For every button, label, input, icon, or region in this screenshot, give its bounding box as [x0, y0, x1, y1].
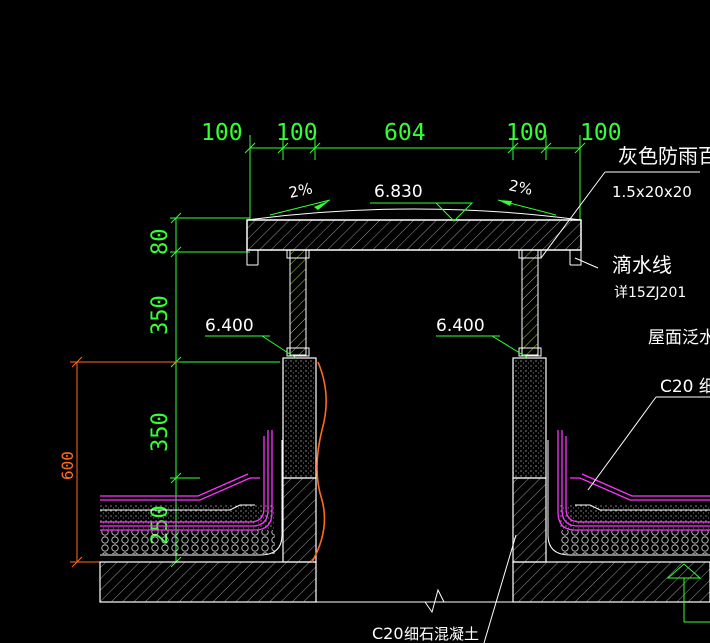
top-elevation-marker: 6.830 [370, 182, 474, 222]
overall-dimension: 600 [58, 356, 180, 568]
dim-top-2: 100 [276, 120, 318, 146]
dim-left-1: 80 [148, 229, 173, 256]
wall-right [512, 357, 547, 563]
elevation-right-marker: 6.400 [436, 316, 529, 359]
dim-top-3: 604 [384, 120, 426, 146]
dim-left-2: 350 [148, 295, 173, 335]
elevation-right: 6.400 [436, 316, 485, 336]
elevation-left-marker: 6.400 [205, 316, 297, 359]
roof-layers-right [512, 430, 710, 603]
slope-left: 2% [287, 179, 314, 202]
roof-layers-left [99, 430, 317, 603]
slope-right: 2% [507, 176, 534, 199]
dim-top-5: 100 [580, 120, 622, 146]
label-upturn: 屋面泛水 [648, 328, 710, 348]
louver-right [518, 249, 542, 357]
annotation-c20-bottom: C20 细石混凝土 [372, 534, 517, 643]
cap-slab [246, 208, 582, 266]
dim-overall: 600 [58, 451, 77, 480]
annotation-louver: 灰色防雨百叶 1.5x20x20 [540, 144, 710, 259]
dim-top-4: 100 [506, 120, 548, 146]
top-dimension-chain: 100 100 604 100 100 [201, 120, 622, 220]
annotation-upturn: 屋面泛水 [648, 328, 710, 348]
rebar-line [311, 361, 327, 563]
annotation-drip: 滴水线 详15ZJ201 [574, 253, 686, 301]
annotation-c20-right: C20 细 [587, 377, 710, 491]
base-line [316, 588, 513, 614]
right-edge-marker [666, 563, 710, 623]
dim-top-1: 100 [201, 120, 243, 146]
louver-left [286, 249, 310, 357]
top-elevation: 6.830 [374, 182, 423, 202]
label-drip-ref: 详15ZJ201 [614, 285, 686, 301]
label-c20-right: C20 细 [660, 377, 710, 397]
label-drip: 滴水线 [612, 253, 672, 277]
label-louver: 灰色防雨百叶 [618, 144, 710, 168]
elevation-left: 6.400 [205, 316, 254, 336]
slope-markers: 2% 2% [269, 176, 557, 216]
wall-left [282, 357, 317, 563]
label-c20-bottom-material: 细石混凝土 [404, 625, 479, 643]
dim-left-3: 350 [148, 412, 173, 452]
label-louver-size: 1.5x20x20 [612, 183, 692, 201]
label-c20-bottom: C20 [372, 624, 404, 643]
